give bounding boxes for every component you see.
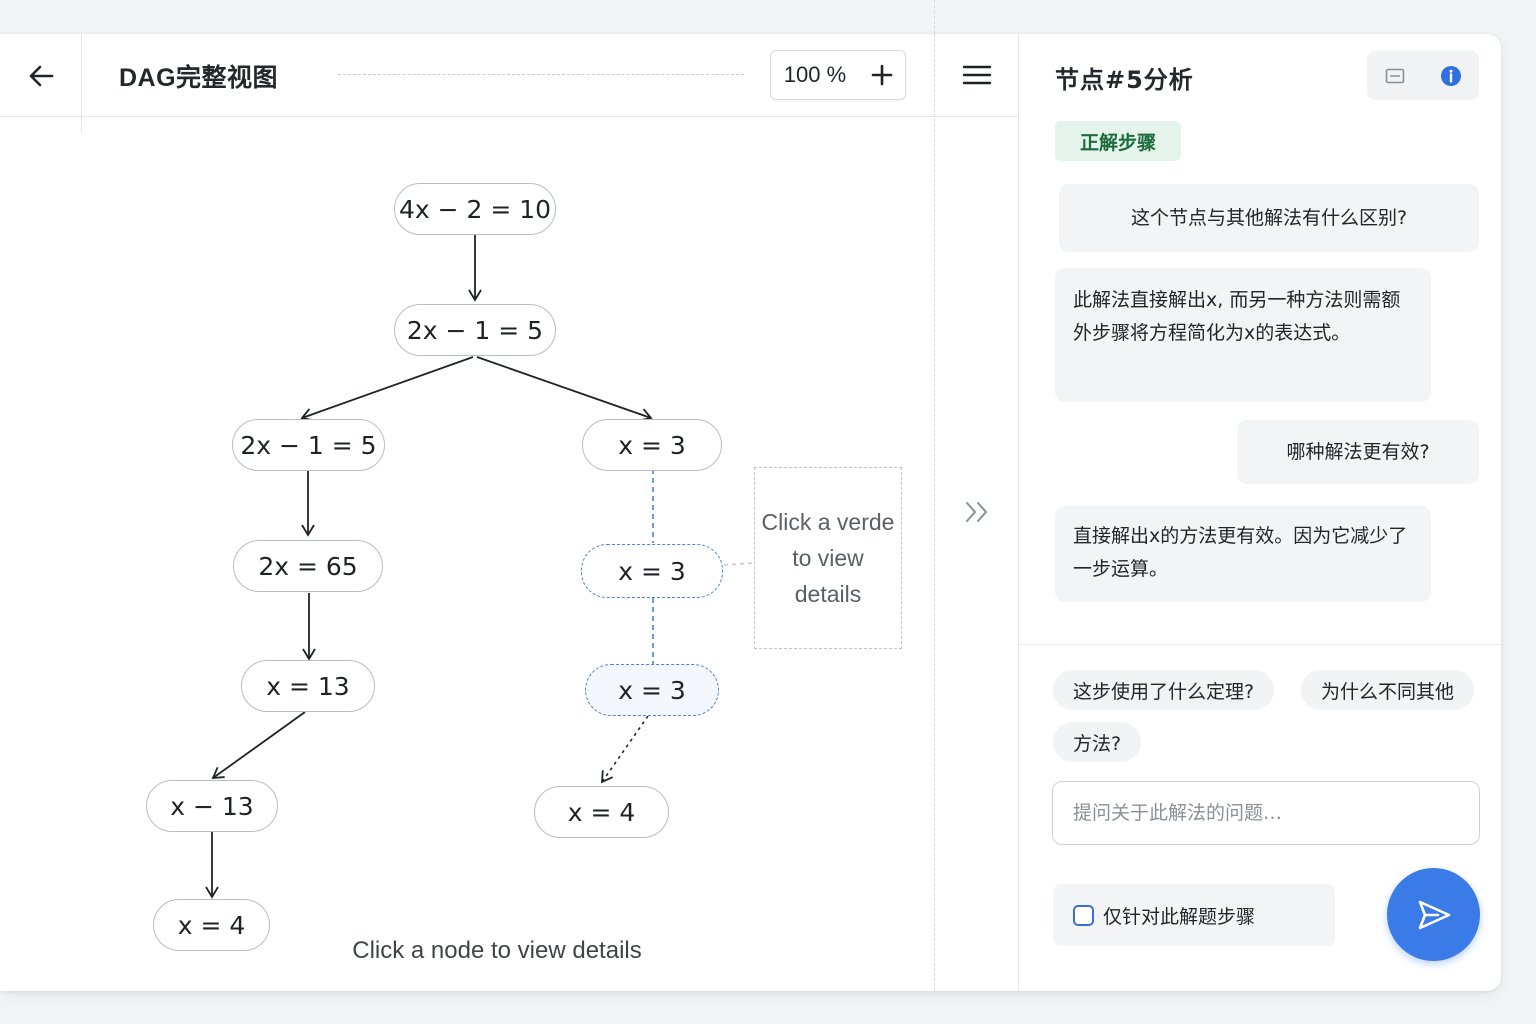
divider [81,34,82,132]
minimize-button[interactable] [1367,51,1423,100]
back-button[interactable] [0,34,82,117]
dag-edges [205,235,755,899]
assistant-message: 直接解出x的方法更有效。因为它减少了一步运算。 [1055,506,1431,602]
zoom-control: 100 % [770,50,906,100]
top-divider [934,0,935,34]
dag-node[interactable]: x = 3 [582,419,722,471]
edge [476,356,653,422]
panel-divider [1018,34,1019,991]
checkbox-label: 仅针对此解题步骤 [1103,905,1256,928]
dag-node[interactable]: x = 4 [153,899,270,951]
back-arrow-icon [29,65,54,86]
dag-node-alternate[interactable]: x = 3 [581,544,723,598]
assistant-message: 此解法直接解出x, 而另一种方法则需额外步骤将方程简化为x的表达式。 [1055,268,1431,402]
dag-node[interactable]: x = 4 [534,786,669,838]
title-dash-line [338,74,744,75]
info-button[interactable] [1423,51,1479,100]
dag-node[interactable]: 2x − 1 = 5 [394,304,556,356]
edge [211,711,306,780]
dag-canvas: 4x − 2 = 10 2x − 1 = 5 2x − 1 = 5 x = 3 … [0,117,934,991]
status-badge: 正解步骤 [1055,121,1181,161]
hint-connector [723,562,755,566]
analysis-panel: 节点#5分析 正解步骤 这个节点与其他解法有什么区别? 此解法直接解出x, 而另… [1019,34,1501,991]
dag-node[interactable]: x − 13 [146,780,278,832]
minimize-icon [1385,68,1405,83]
zoom-in-button[interactable] [859,51,905,99]
send-button[interactable] [1387,868,1480,961]
edge-dotted [600,715,649,784]
menu-button[interactable] [935,34,1019,117]
suggestion-chip[interactable]: 为什么不同其他 [1301,670,1475,710]
user-message: 哪种解法更有效? [1237,420,1479,484]
send-icon [1418,900,1450,929]
dag-node[interactable]: x = 13 [241,660,375,712]
footer-hint: Click a node to view details [352,937,642,964]
question-input[interactable] [1052,781,1480,845]
dag-node[interactable]: 2x − 1 = 5 [232,419,385,471]
panel-title: 节点#5分析 [1055,66,1194,94]
suggestion-chip[interactable]: 这步使用了什么定理? [1053,670,1275,710]
node-hint-box: Click a verde to view details [754,467,902,649]
dag-node[interactable]: 2x = 65 [233,540,383,592]
panel-actions [1367,51,1479,100]
expand-chevron-icon [966,502,987,522]
info-icon [1441,65,1461,86]
dag-pane: DAG完整视图 100 % [0,34,934,991]
divider [1019,644,1501,645]
plus-icon [871,64,893,86]
dag-node[interactable]: 4x − 2 = 10 [394,183,556,235]
edge [300,356,474,422]
expand-panel-button[interactable] [935,490,1019,534]
app-window: DAG完整视图 100 % [0,34,1501,991]
checkbox[interactable] [1073,904,1094,926]
side-rail [934,34,1019,991]
page-title: DAG完整视图 [119,64,279,92]
suggestion-chip[interactable]: 方法? [1053,722,1142,762]
menu-icon [962,65,992,85]
zoom-level: 100 % [783,62,847,87]
toolbar: DAG完整视图 100 % [0,34,934,132]
dag-node-selected[interactable]: x = 3 [585,664,719,716]
user-message: 这个节点与其他解法有什么区别? [1059,184,1479,252]
scope-checkbox[interactable]: 仅针对此解题步骤 [1053,884,1335,946]
